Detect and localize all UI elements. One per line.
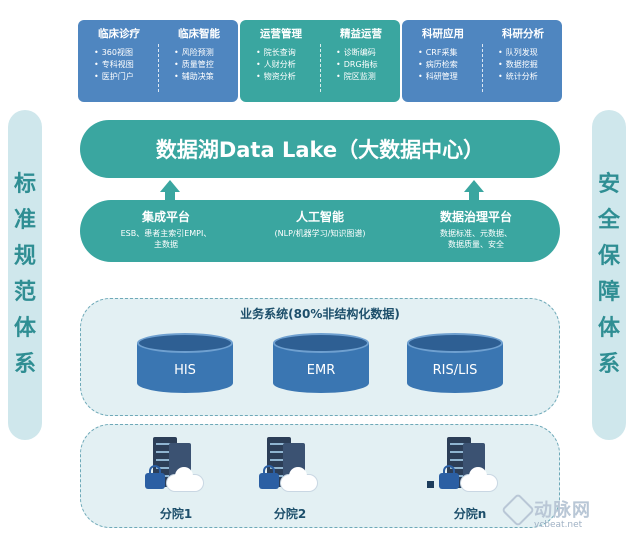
security-pillar: 安 全 保 障 体 系 bbox=[592, 110, 626, 440]
app-item: 队列发现 bbox=[484, 47, 562, 59]
app-item: 物资分析 bbox=[242, 71, 320, 83]
platform-desc: 数据标准、元数据、 bbox=[440, 229, 512, 238]
security-char: 体 bbox=[597, 316, 620, 341]
business-systems-title: 业务系统(80%非结构化数据) bbox=[240, 307, 400, 321]
lock-icon bbox=[145, 465, 165, 489]
app-divider bbox=[320, 44, 321, 92]
app-column: 运营管理 院长查询 人财分析 物资分析 bbox=[242, 26, 320, 83]
branch-name: 分院1 bbox=[159, 507, 193, 521]
watermark: 动脉网 vcbeat.net bbox=[501, 493, 591, 530]
app-item: 辅助决策 bbox=[160, 71, 238, 83]
app-item: 院区监测 bbox=[322, 71, 400, 83]
standards-char: 准 bbox=[13, 208, 36, 233]
app-item: 院长查询 bbox=[242, 47, 320, 59]
system-label: EMR bbox=[306, 363, 336, 378]
app-divider bbox=[158, 44, 159, 92]
app-item: 科研管理 bbox=[404, 71, 482, 83]
platform-desc: (NLP/机器学习/知识图谱) bbox=[274, 229, 366, 238]
database-icon: HIS bbox=[137, 333, 233, 403]
app-item: 医护门户 bbox=[80, 71, 158, 83]
standards-char: 规 bbox=[13, 244, 36, 269]
system-label: RIS/LIS bbox=[432, 363, 478, 378]
standards-char: 范 bbox=[13, 280, 36, 305]
security-char: 障 bbox=[597, 280, 620, 305]
app-column: 科研应用 CRF采集 病历检索 科研管理 bbox=[404, 26, 482, 83]
up-arrow-icon bbox=[464, 180, 484, 192]
lock-icon bbox=[439, 465, 459, 489]
platform-title: 集成平台 bbox=[141, 210, 190, 224]
app-item: CRF采集 bbox=[404, 47, 482, 59]
branch-hospitals-panel: 分院1 分院2 分院n bbox=[80, 424, 560, 528]
lock-icon bbox=[259, 465, 279, 489]
platform-title: 人工智能 bbox=[295, 210, 344, 224]
app-item: 风险预测 bbox=[160, 47, 238, 59]
clinical-app-box: 临床诊疗 360视图 专科视图 医护门户 临床智能 风险预测 质量管控 辅助决策 bbox=[78, 20, 238, 102]
database-icon: RIS/LIS bbox=[407, 333, 503, 403]
platform-desc: 数据质量、安全 bbox=[448, 240, 504, 249]
system-label: HIS bbox=[174, 363, 196, 378]
app-item: 统计分析 bbox=[484, 71, 562, 83]
branch-site: 分院1 bbox=[131, 437, 221, 523]
app-divider bbox=[482, 44, 483, 92]
watermark-brand: 动脉网 bbox=[534, 500, 591, 521]
standards-char: 体 bbox=[13, 316, 36, 341]
ai-platform: 人工智能 (NLP/机器学习/知识图谱) bbox=[250, 208, 390, 239]
branch-name: 分院2 bbox=[273, 507, 307, 521]
app-column: 临床智能 风险预测 质量管控 辅助决策 bbox=[160, 26, 238, 83]
standards-pillar: 标 准 规 范 体 系 bbox=[8, 110, 42, 440]
cloud-icon bbox=[461, 467, 497, 491]
cloud-icon bbox=[281, 467, 317, 491]
app-column-title: 临床智能 bbox=[178, 28, 220, 40]
standards-char: 标 bbox=[13, 172, 36, 197]
cloud-icon bbox=[167, 467, 203, 491]
brand-logo-icon bbox=[501, 493, 535, 527]
branch-site: 分院2 bbox=[245, 437, 335, 523]
operations-app-box: 运营管理 院长查询 人财分析 物资分析 精益运营 诊断编码 DRG指标 院区监测 bbox=[240, 20, 400, 102]
platform-bar: 集成平台 ESB、患者主索引EMPI、 主数据 人工智能 (NLP/机器学习/知… bbox=[80, 200, 560, 262]
arrow-stem bbox=[469, 191, 479, 201]
data-lake-bar: 数据湖Data Lake（大数据中心） bbox=[80, 120, 560, 178]
data-lake-title: 数据湖Data Lake（大数据中心） bbox=[155, 138, 485, 162]
arrow-stem bbox=[165, 191, 175, 201]
branch-name: 分院n bbox=[453, 507, 487, 521]
app-item: 人财分析 bbox=[242, 59, 320, 71]
app-column-title: 临床诊疗 bbox=[98, 28, 140, 40]
integration-platform: 集成平台 ESB、患者主索引EMPI、 主数据 bbox=[96, 208, 236, 250]
app-column: 科研分析 队列发现 数据挖掘 统计分析 bbox=[484, 26, 562, 83]
security-char: 安 bbox=[597, 172, 620, 197]
database-icon: EMR bbox=[273, 333, 369, 403]
app-column-title: 科研分析 bbox=[502, 28, 544, 40]
branch-site: 分院n bbox=[425, 437, 515, 523]
app-item: 病历检索 bbox=[404, 59, 482, 71]
app-column-title: 科研应用 bbox=[422, 28, 464, 40]
standards-char: 系 bbox=[13, 352, 36, 377]
security-char: 全 bbox=[597, 208, 620, 233]
business-systems-panel: 业务系统(80%非结构化数据) HIS EMR RIS/LIS bbox=[80, 298, 560, 416]
app-column-title: 运营管理 bbox=[260, 28, 302, 40]
app-column: 精益运营 诊断编码 DRG指标 院区监测 bbox=[322, 26, 400, 83]
research-app-box: 科研应用 CRF采集 病历检索 科研管理 科研分析 队列发现 数据挖掘 统计分析 bbox=[402, 20, 562, 102]
data-governance-platform: 数据治理平台 数据标准、元数据、 数据质量、安全 bbox=[406, 208, 546, 250]
app-column-title: 精益运营 bbox=[340, 28, 382, 40]
app-column: 临床诊疗 360视图 专科视图 医护门户 bbox=[80, 26, 158, 83]
app-item: 数据挖掘 bbox=[484, 59, 562, 71]
platform-title: 数据治理平台 bbox=[439, 210, 512, 224]
app-item: 专科视图 bbox=[80, 59, 158, 71]
security-char: 系 bbox=[597, 352, 620, 377]
app-item: 质量管控 bbox=[160, 59, 238, 71]
platform-desc: 主数据 bbox=[154, 240, 178, 249]
watermark-url: vcbeat.net bbox=[534, 520, 583, 530]
security-char: 保 bbox=[597, 244, 620, 269]
platform-desc: ESB、患者主索引EMPI、 bbox=[120, 229, 212, 238]
app-item: DRG指标 bbox=[322, 59, 400, 71]
app-item: 诊断编码 bbox=[322, 47, 400, 59]
app-item: 360视图 bbox=[80, 47, 158, 59]
up-arrow-icon bbox=[160, 180, 180, 192]
